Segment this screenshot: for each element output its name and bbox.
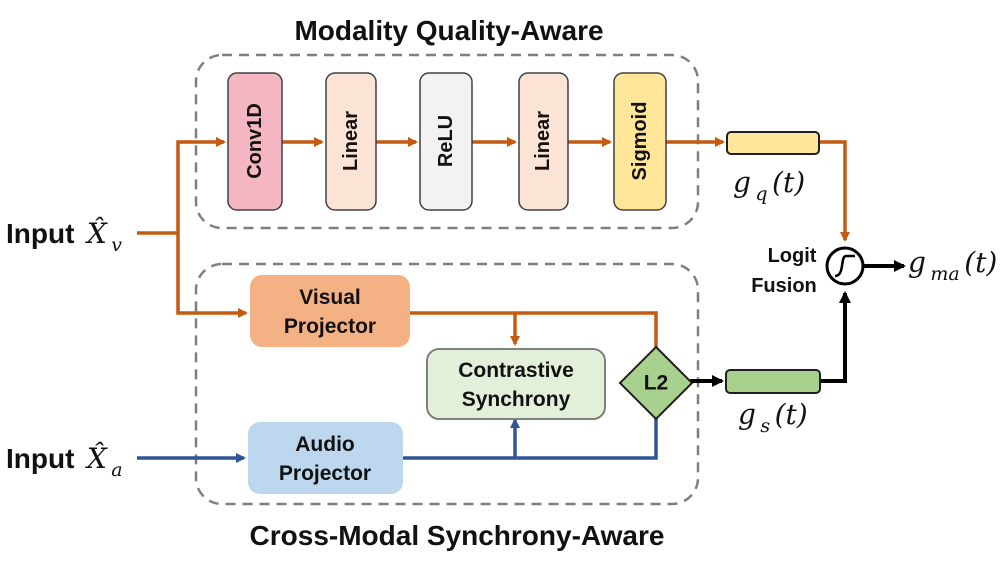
audio-projector-block: Audio Projector — [248, 422, 403, 494]
bottom-title: Cross-Modal Synchrony-Aware — [250, 520, 665, 551]
audio-path — [137, 418, 658, 463]
contrastive-synchrony-block: Contrastive Synchrony — [426, 348, 606, 420]
linear-label-1: Linear — [340, 111, 362, 171]
relu-label: ReLU — [435, 115, 457, 167]
fusion-label-line1: Logit — [768, 245, 817, 267]
linear-block-1: Linear — [325, 72, 377, 211]
top-title: Modality Quality-Aware — [294, 15, 603, 46]
visual-projector-block: Visual Projector — [250, 275, 410, 347]
l2-label: L2 — [644, 372, 669, 395]
contrastive-line1: Contrastive — [458, 359, 574, 382]
relu-block: ReLU — [419, 72, 473, 211]
svg-text:Input X̂ a: Input X̂ a — [6, 442, 123, 481]
sigmoid-block: Sigmoid — [613, 72, 667, 211]
fusion-label-line2: Fusion — [751, 275, 817, 297]
fusion-path — [690, 260, 906, 387]
linear-label-2: Linear — [532, 111, 554, 171]
visual-projector-line1: Visual — [299, 286, 360, 309]
conv1d-label: Conv1D — [244, 103, 266, 179]
contrastive-line2: Synchrony — [462, 388, 571, 411]
linear-block-2: Linear — [518, 72, 569, 211]
audio-projector-line2: Projector — [279, 462, 371, 485]
audio-projector-line1: Audio — [295, 433, 354, 456]
gma-label: g ma (t) — [908, 246, 997, 285]
sigmoid-label: Sigmoid — [629, 102, 651, 181]
visual-path — [137, 137, 850, 350]
conv1d-block: Conv1D — [227, 72, 283, 211]
gq-vector — [726, 131, 820, 155]
sigmoid-curve-icon — [834, 254, 855, 278]
visual-projector-line2: Projector — [284, 315, 376, 338]
l2-diamond: L2 — [618, 345, 694, 421]
svg-text:Input X̂ v: Input X̂ v — [6, 217, 122, 256]
synchrony-aware-group — [194, 262, 700, 506]
fusion-node — [825, 246, 865, 286]
gs-vector — [725, 369, 821, 394]
input-visual-label: Input X̂ v — [6, 217, 122, 256]
gs-label: g s (t) — [738, 398, 808, 437]
gq-label: g q (t) — [733, 166, 805, 205]
input-audio-label: Input X̂ a — [6, 442, 123, 481]
